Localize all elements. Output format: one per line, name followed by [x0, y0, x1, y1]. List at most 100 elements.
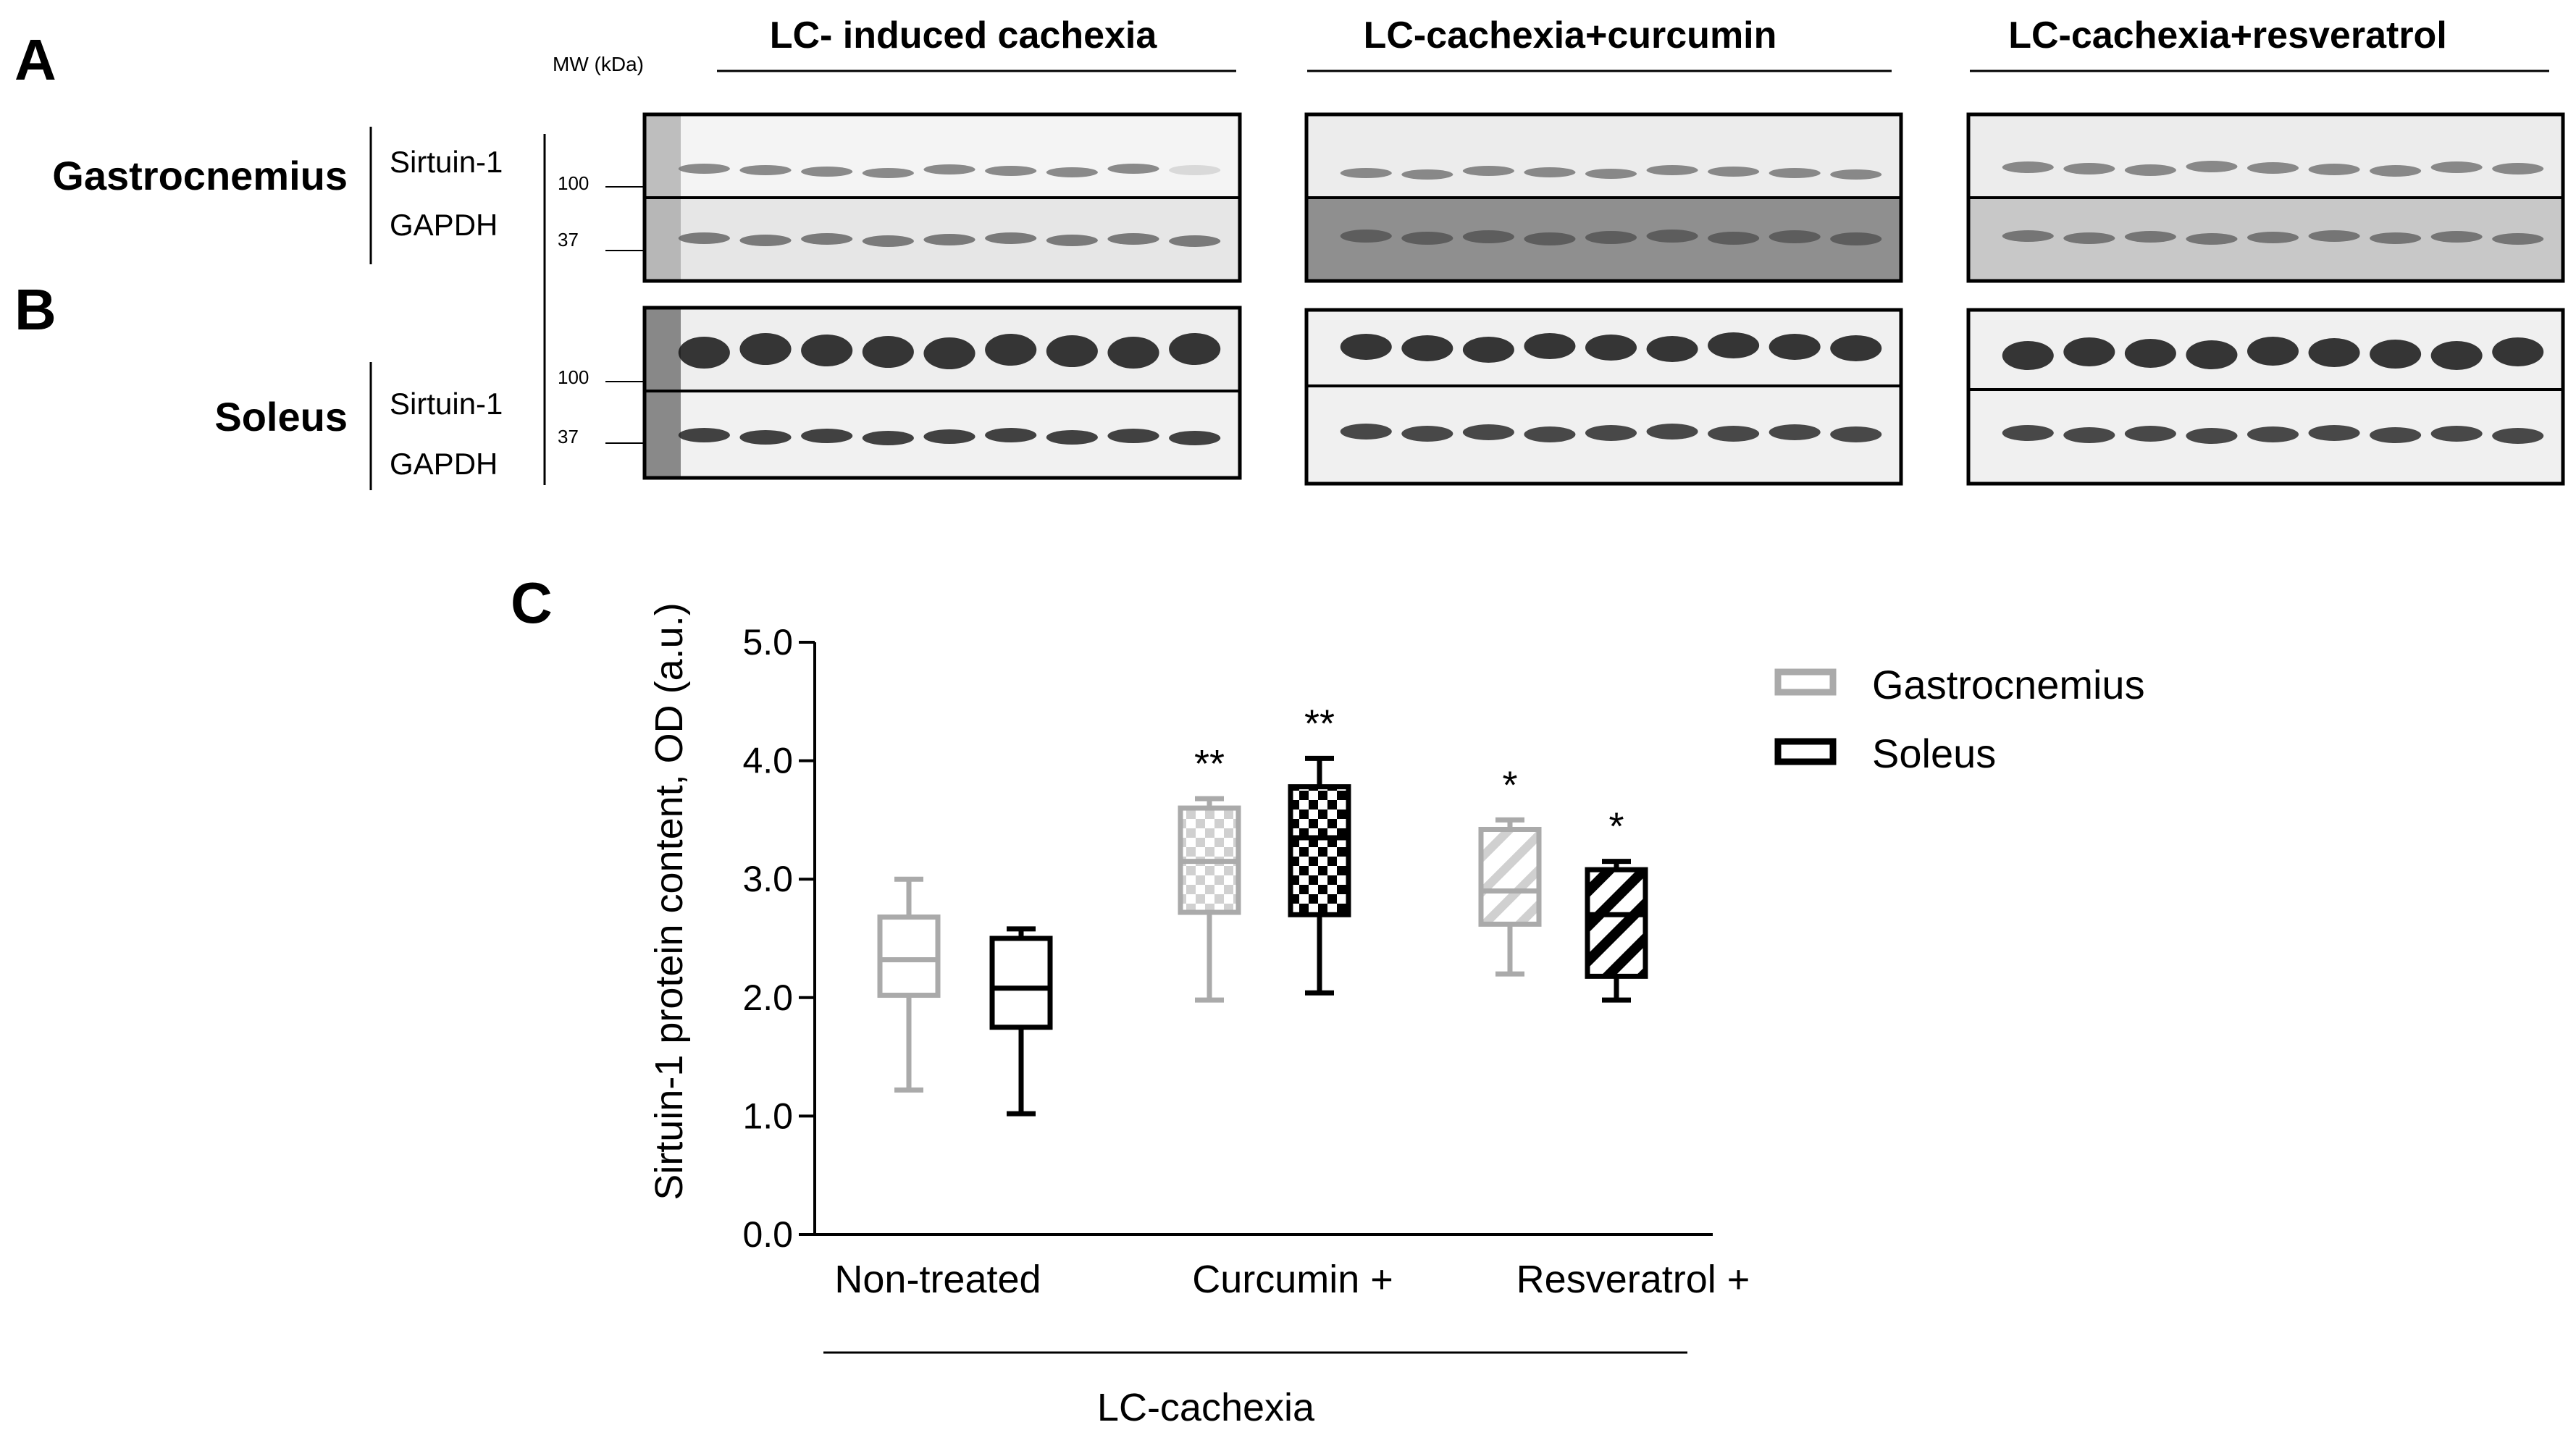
group-label-lc-cachexia: LC-cachexia [1097, 1386, 1315, 1429]
blot-band [1462, 230, 1514, 243]
chart-legend: Gastrocnemius Soleus [1774, 662, 2145, 776]
blot-band [2124, 426, 2176, 442]
legend-label-gastrocnemius: Gastrocnemius [1872, 662, 2145, 707]
box-gastrocnemius-1: ** [1178, 742, 1241, 1003]
blot-band [1769, 424, 1821, 440]
blot-band [2186, 161, 2238, 172]
panel-label-b: B [14, 277, 56, 342]
blot-band [2124, 231, 2176, 243]
y-axis-label: Sirtuin-1 protein content, OD (a.u.) [647, 602, 691, 1200]
protein-label-sirtuin-soleus: Sirtuin-1 [390, 387, 503, 421]
blot-background [645, 114, 1240, 198]
protein-label-sirtuin-gastro: Sirtuin-1 [390, 145, 503, 179]
protein-label-gapdh-gastro: GAPDH [390, 208, 498, 242]
blot-band [1046, 167, 1098, 177]
blot-background [1306, 114, 1901, 198]
blot-band [1524, 426, 1576, 442]
blot-band [739, 165, 792, 175]
blot-band [1401, 335, 1453, 361]
blot-band [1524, 167, 1576, 177]
blot-band [739, 430, 792, 445]
blot-band [1107, 233, 1159, 245]
y-tick-label: 4.0 [742, 741, 793, 781]
blot-band [1769, 230, 1821, 243]
blot-band [801, 233, 853, 245]
blot-band [2430, 341, 2483, 370]
blot-band [1107, 337, 1159, 369]
box-gastrocnemius-0 [877, 876, 941, 1093]
blot-frame [1304, 308, 1903, 486]
blot-band [801, 335, 853, 366]
blot-band [1769, 334, 1821, 360]
mw-marker-37-gastro: 37 [558, 229, 579, 251]
blot-band [1585, 169, 1637, 179]
blot-band [923, 337, 976, 369]
blot-band [1830, 426, 1882, 442]
blot-band [1769, 168, 1821, 178]
blot-band [1401, 426, 1453, 442]
blot-band [1340, 168, 1392, 178]
y-tick-label: 2.0 [742, 977, 793, 1018]
blot-band [678, 428, 730, 442]
blot-band [1462, 166, 1514, 176]
blot-band [923, 164, 976, 175]
tissue-label-soleus: Soleus [214, 394, 348, 440]
blot-band [1708, 167, 1760, 177]
blot-band [923, 429, 976, 444]
blot-band [678, 164, 730, 174]
blot-band [678, 232, 730, 244]
blot-band [2246, 232, 2299, 243]
significance-marker: * [1502, 763, 1517, 807]
blot-band [2308, 230, 2360, 242]
blot-frame [642, 306, 1242, 480]
blot-band [2308, 425, 2360, 441]
blot-band [1524, 333, 1576, 359]
blot-band [1401, 232, 1453, 245]
blot-band [2370, 232, 2422, 244]
box-iqr [989, 935, 1053, 1030]
blot-band [1340, 424, 1392, 440]
blot-band [1585, 335, 1637, 361]
blot-band [1340, 334, 1392, 360]
blot-band [1462, 337, 1514, 363]
blot-image [1966, 308, 2565, 486]
blot-band [1830, 169, 1882, 180]
blot-band [2063, 163, 2115, 175]
blot-band [1046, 335, 1098, 367]
blot-band [2002, 341, 2054, 370]
box-soleus-0 [989, 926, 1053, 1117]
blot-image [1304, 112, 1903, 283]
legend-swatch-gastrocnemius [1774, 668, 1837, 696]
blot-band [1646, 336, 1698, 362]
blot-band [1169, 333, 1221, 365]
blot-group-title-curcumin: LC-cachexia+curcumin [1364, 14, 1777, 56]
blot-band [2370, 427, 2422, 443]
y-tick-label: 5.0 [742, 622, 793, 663]
blot-image [642, 112, 1242, 283]
box-iqr [1288, 784, 1351, 917]
blot-band [1169, 165, 1221, 175]
box-iqr [1478, 826, 1542, 927]
box-soleus-1: ** [1288, 702, 1351, 996]
blot-band [2186, 340, 2238, 369]
blot-image [1304, 308, 1903, 486]
blot-band [2370, 165, 2422, 177]
blot-images [642, 112, 2565, 486]
blot-band [862, 336, 914, 368]
blot-band [2186, 428, 2238, 444]
blot-band [1401, 169, 1453, 180]
blot-band [1524, 232, 1576, 245]
y-tick-label: 0.0 [742, 1214, 793, 1255]
blot-band [1830, 335, 1882, 361]
blot-band [923, 234, 976, 245]
blot-band [1340, 230, 1392, 243]
blot-band [2002, 161, 2054, 173]
blot-band [1169, 431, 1221, 445]
blot-band [985, 334, 1037, 366]
mw-header: MW (kDa) [553, 53, 644, 75]
blot-band [2430, 231, 2483, 243]
blot-band [2492, 163, 2544, 175]
box-soleus-2: * [1585, 805, 1648, 1003]
blot-ladder-lane [645, 308, 681, 478]
